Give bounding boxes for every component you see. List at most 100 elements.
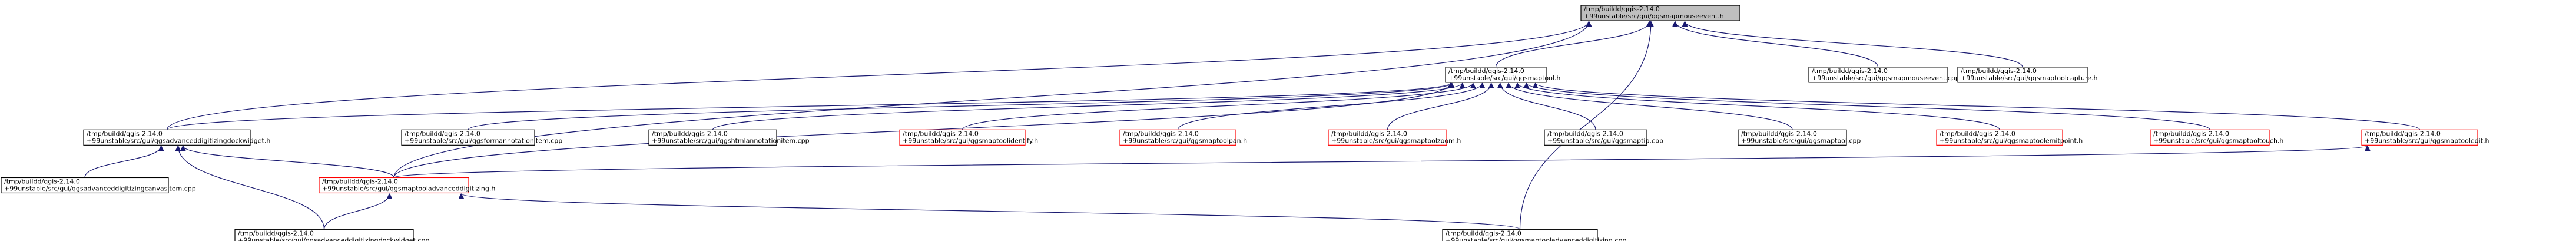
node-box [1580, 5, 1740, 21]
node-box [1957, 67, 2088, 83]
node-label-line2: +99unstable/src/gui/qgshtmlannotationite… [652, 137, 810, 144]
edge-adv-dock-h-to-maptool-h [166, 82, 1451, 130]
node-label-line2: +99unstable/src/gui/qgsmaptoolemitpoint.… [1940, 137, 2083, 144]
edge-tooladv-cpp-to-mouseevent-h [1519, 21, 1651, 230]
node-box [1936, 129, 2063, 146]
edge-adv-dock-h-to-mouseevent-h [166, 21, 1589, 130]
node-canvasitem-cpp[interactable]: /tmp/buildd/qgis-2.14.0+99unstable/src/g… [1, 177, 196, 194]
node-label-line2: +99unstable/src/gui/qgsmaptooledit.h [2365, 137, 2489, 144]
node-box [1119, 129, 1236, 146]
edge-maptip-cpp-to-maptool-h [1500, 82, 1596, 130]
node-tooladv-cpp[interactable]: /tmp/buildd/qgis-2.14.0+99unstable/src/g… [1442, 229, 1626, 241]
edge-adv-dock-cpp-to-tooladv-h [323, 193, 390, 230]
node-box [2361, 129, 2478, 146]
node-label-line2: +99unstable/src/gui/qgsadvanceddigitizin… [87, 137, 270, 144]
node-formann-cpp[interactable]: /tmp/buildd/qgis-2.14.0+99unstable/src/g… [401, 129, 562, 146]
node-box [1738, 129, 1847, 146]
node-zoom-h[interactable]: /tmp/buildd/qgis-2.14.0+99unstable/src/g… [1328, 129, 1461, 146]
node-label-line2: +99unstable/src/gui/qgsformannotationite… [405, 137, 562, 144]
node-label-line2: +99unstable/src/gui/qgsmaptool.h [1448, 74, 1560, 82]
edge-touch-h-to-maptool-h [1526, 82, 2210, 130]
node-box [234, 229, 414, 241]
node-label-line2: +99unstable/src/gui/qgsmaptooladvanceddi… [1446, 236, 1626, 241]
node-box [2150, 129, 2270, 146]
edge-zoom-h-to-maptool-h [1387, 82, 1491, 130]
node-box [1808, 67, 1948, 83]
node-emitpoint-h[interactable]: /tmp/buildd/qgis-2.14.0+99unstable/src/g… [1936, 129, 2083, 146]
node-label-line2: +99unstable/src/gui/qgsmaptooltouch.h [2153, 137, 2283, 144]
node-box [83, 129, 251, 146]
edge-tooladv-h-to-adv-dock-h [183, 146, 394, 178]
node-label-line1: /tmp/buildd/qgis-2.14.0 [2365, 130, 2441, 137]
node-label-line1: /tmp/buildd/qgis-2.14.0 [652, 130, 728, 137]
node-adv-dock-cpp[interactable]: /tmp/buildd/qgis-2.14.0+99unstable/src/g… [234, 229, 429, 241]
node-htmlann-cpp[interactable]: /tmp/buildd/qgis-2.14.0+99unstable/src/g… [648, 129, 810, 146]
edge-maptool-cpp-to-maptool-h [1509, 82, 1793, 130]
node-label-line1: /tmp/buildd/qgis-2.14.0 [87, 130, 163, 137]
node-label-line1: /tmp/buildd/qgis-2.14.0 [1741, 130, 1817, 137]
node-box [1544, 129, 1647, 146]
node-box [319, 177, 469, 194]
node-pan-h[interactable]: /tmp/buildd/qgis-2.14.0+99unstable/src/g… [1119, 129, 1247, 146]
node-label-line2: +99unstable/src/gui/qgsmapmouseevent.h [1584, 12, 1724, 20]
edge-mouseevent-cpp-to-mouseevent-h [1675, 21, 1879, 67]
node-label-line2: +99unstable/src/gui/qgsmaptoolcapture.h [1961, 74, 2098, 82]
edge-formann-cpp-to-maptool-h [468, 82, 1452, 130]
node-label-line2: +99unstable/src/gui/qgsmapmouseevent.cpp [1812, 74, 1960, 82]
nodes-layer: /tmp/buildd/qgis-2.14.0+99unstable/src/g… [1, 5, 2489, 241]
edge-tooladv-h-to-edit-h [393, 146, 2368, 178]
node-label-line1: /tmp/buildd/qgis-2.14.0 [1446, 229, 1521, 237]
edge-htmlann-cpp-to-maptool-h [712, 82, 1463, 130]
edge-tooladv-cpp-to-tooladv-h [461, 193, 1521, 230]
node-label-line2: +99unstable/src/gui/qgsadvanceddigitizin… [238, 236, 429, 241]
node-label-line1: /tmp/buildd/qgis-2.14.0 [1961, 67, 2037, 75]
node-label-line2: +99unstable/src/gui/qgsmaptoolidentify.h [903, 137, 1038, 144]
edge-adv-dock-cpp-to-adv-dock-h [178, 146, 325, 230]
node-box [1328, 129, 1447, 146]
edge-capture-h-to-mouseevent-h [1685, 21, 2023, 68]
node-maptip-cpp[interactable]: /tmp/buildd/qgis-2.14.0+99unstable/src/g… [1544, 129, 1663, 146]
edge-emitpoint-h-to-maptool-h [1517, 82, 2000, 130]
node-label-line1: /tmp/buildd/qgis-2.14.0 [238, 229, 314, 237]
node-label-line1: /tmp/buildd/qgis-2.14.0 [1331, 130, 1407, 137]
node-label-line1: /tmp/buildd/qgis-2.14.0 [1123, 130, 1199, 137]
node-label-line2: +99unstable/src/gui/qgsmaptoolpan.h [1123, 137, 1247, 144]
edge-edit-h-to-maptool-h [1536, 82, 2421, 130]
edge-tooladv-h-to-mouseevent-h [393, 21, 1589, 178]
node-box [1445, 67, 1547, 83]
node-label-line1: /tmp/buildd/qgis-2.14.0 [2153, 130, 2229, 137]
node-maptool-cpp[interactable]: /tmp/buildd/qgis-2.14.0+99unstable/src/g… [1738, 129, 1861, 146]
node-adv-dock-h[interactable]: /tmp/buildd/qgis-2.14.0+99unstable/src/g… [83, 129, 270, 146]
node-label-line1: /tmp/buildd/qgis-2.14.0 [4, 177, 80, 185]
node-tooladv-h[interactable]: /tmp/buildd/qgis-2.14.0+99unstable/src/g… [319, 177, 495, 194]
node-label-line2: +99unstable/src/gui/qgsmaptoolzoom.h [1331, 137, 1461, 144]
edges-layer [84, 21, 2421, 230]
node-edit-h[interactable]: /tmp/buildd/qgis-2.14.0+99unstable/src/g… [2361, 129, 2489, 146]
node-label-line2: +99unstable/src/gui/qgsmaptool.cpp [1741, 137, 1861, 144]
node-label-line1: /tmp/buildd/qgis-2.14.0 [903, 130, 979, 137]
node-label-line1: /tmp/buildd/qgis-2.14.0 [1584, 5, 1660, 13]
node-box [1, 177, 169, 194]
node-label-line1: /tmp/buildd/qgis-2.14.0 [1940, 130, 2015, 137]
node-capture-h[interactable]: /tmp/buildd/qgis-2.14.0+99unstable/src/g… [1957, 67, 2098, 83]
node-maptool-h[interactable]: /tmp/buildd/qgis-2.14.0+99unstable/src/g… [1445, 67, 1560, 83]
node-mouseevent-cpp[interactable]: /tmp/buildd/qgis-2.14.0+99unstable/src/g… [1808, 67, 1960, 83]
node-label-line1: /tmp/buildd/qgis-2.14.0 [1812, 67, 1888, 75]
node-label-line1: /tmp/buildd/qgis-2.14.0 [1448, 67, 1524, 75]
node-label-line1: /tmp/buildd/qgis-2.14.0 [322, 177, 398, 185]
edge-maptool-h-to-mouseevent-h [1495, 21, 1650, 67]
edge-canvasitem-cpp-to-adv-dock-h [84, 146, 161, 178]
node-mouseevent-h[interactable]: /tmp/buildd/qgis-2.14.0+99unstable/src/g… [1580, 5, 1740, 21]
node-label-line2: +99unstable/src/gui/qgsmaptooladvanceddi… [322, 184, 495, 192]
node-box [401, 129, 535, 146]
node-box [648, 129, 777, 146]
node-label-line1: /tmp/buildd/qgis-2.14.0 [405, 130, 480, 137]
node-label-line1: /tmp/buildd/qgis-2.14.0 [1547, 130, 1623, 137]
node-touch-h[interactable]: /tmp/buildd/qgis-2.14.0+99unstable/src/g… [2150, 129, 2283, 146]
edge-pan-h-to-maptool-h [1177, 82, 1483, 130]
node-identify-h[interactable]: /tmp/buildd/qgis-2.14.0+99unstable/src/g… [899, 129, 1038, 146]
node-label-line2: +99unstable/src/gui/qgsmaptip.cpp [1547, 137, 1663, 144]
edge-identify-h-to-maptool-h [962, 82, 1473, 130]
node-box [1442, 229, 1598, 241]
